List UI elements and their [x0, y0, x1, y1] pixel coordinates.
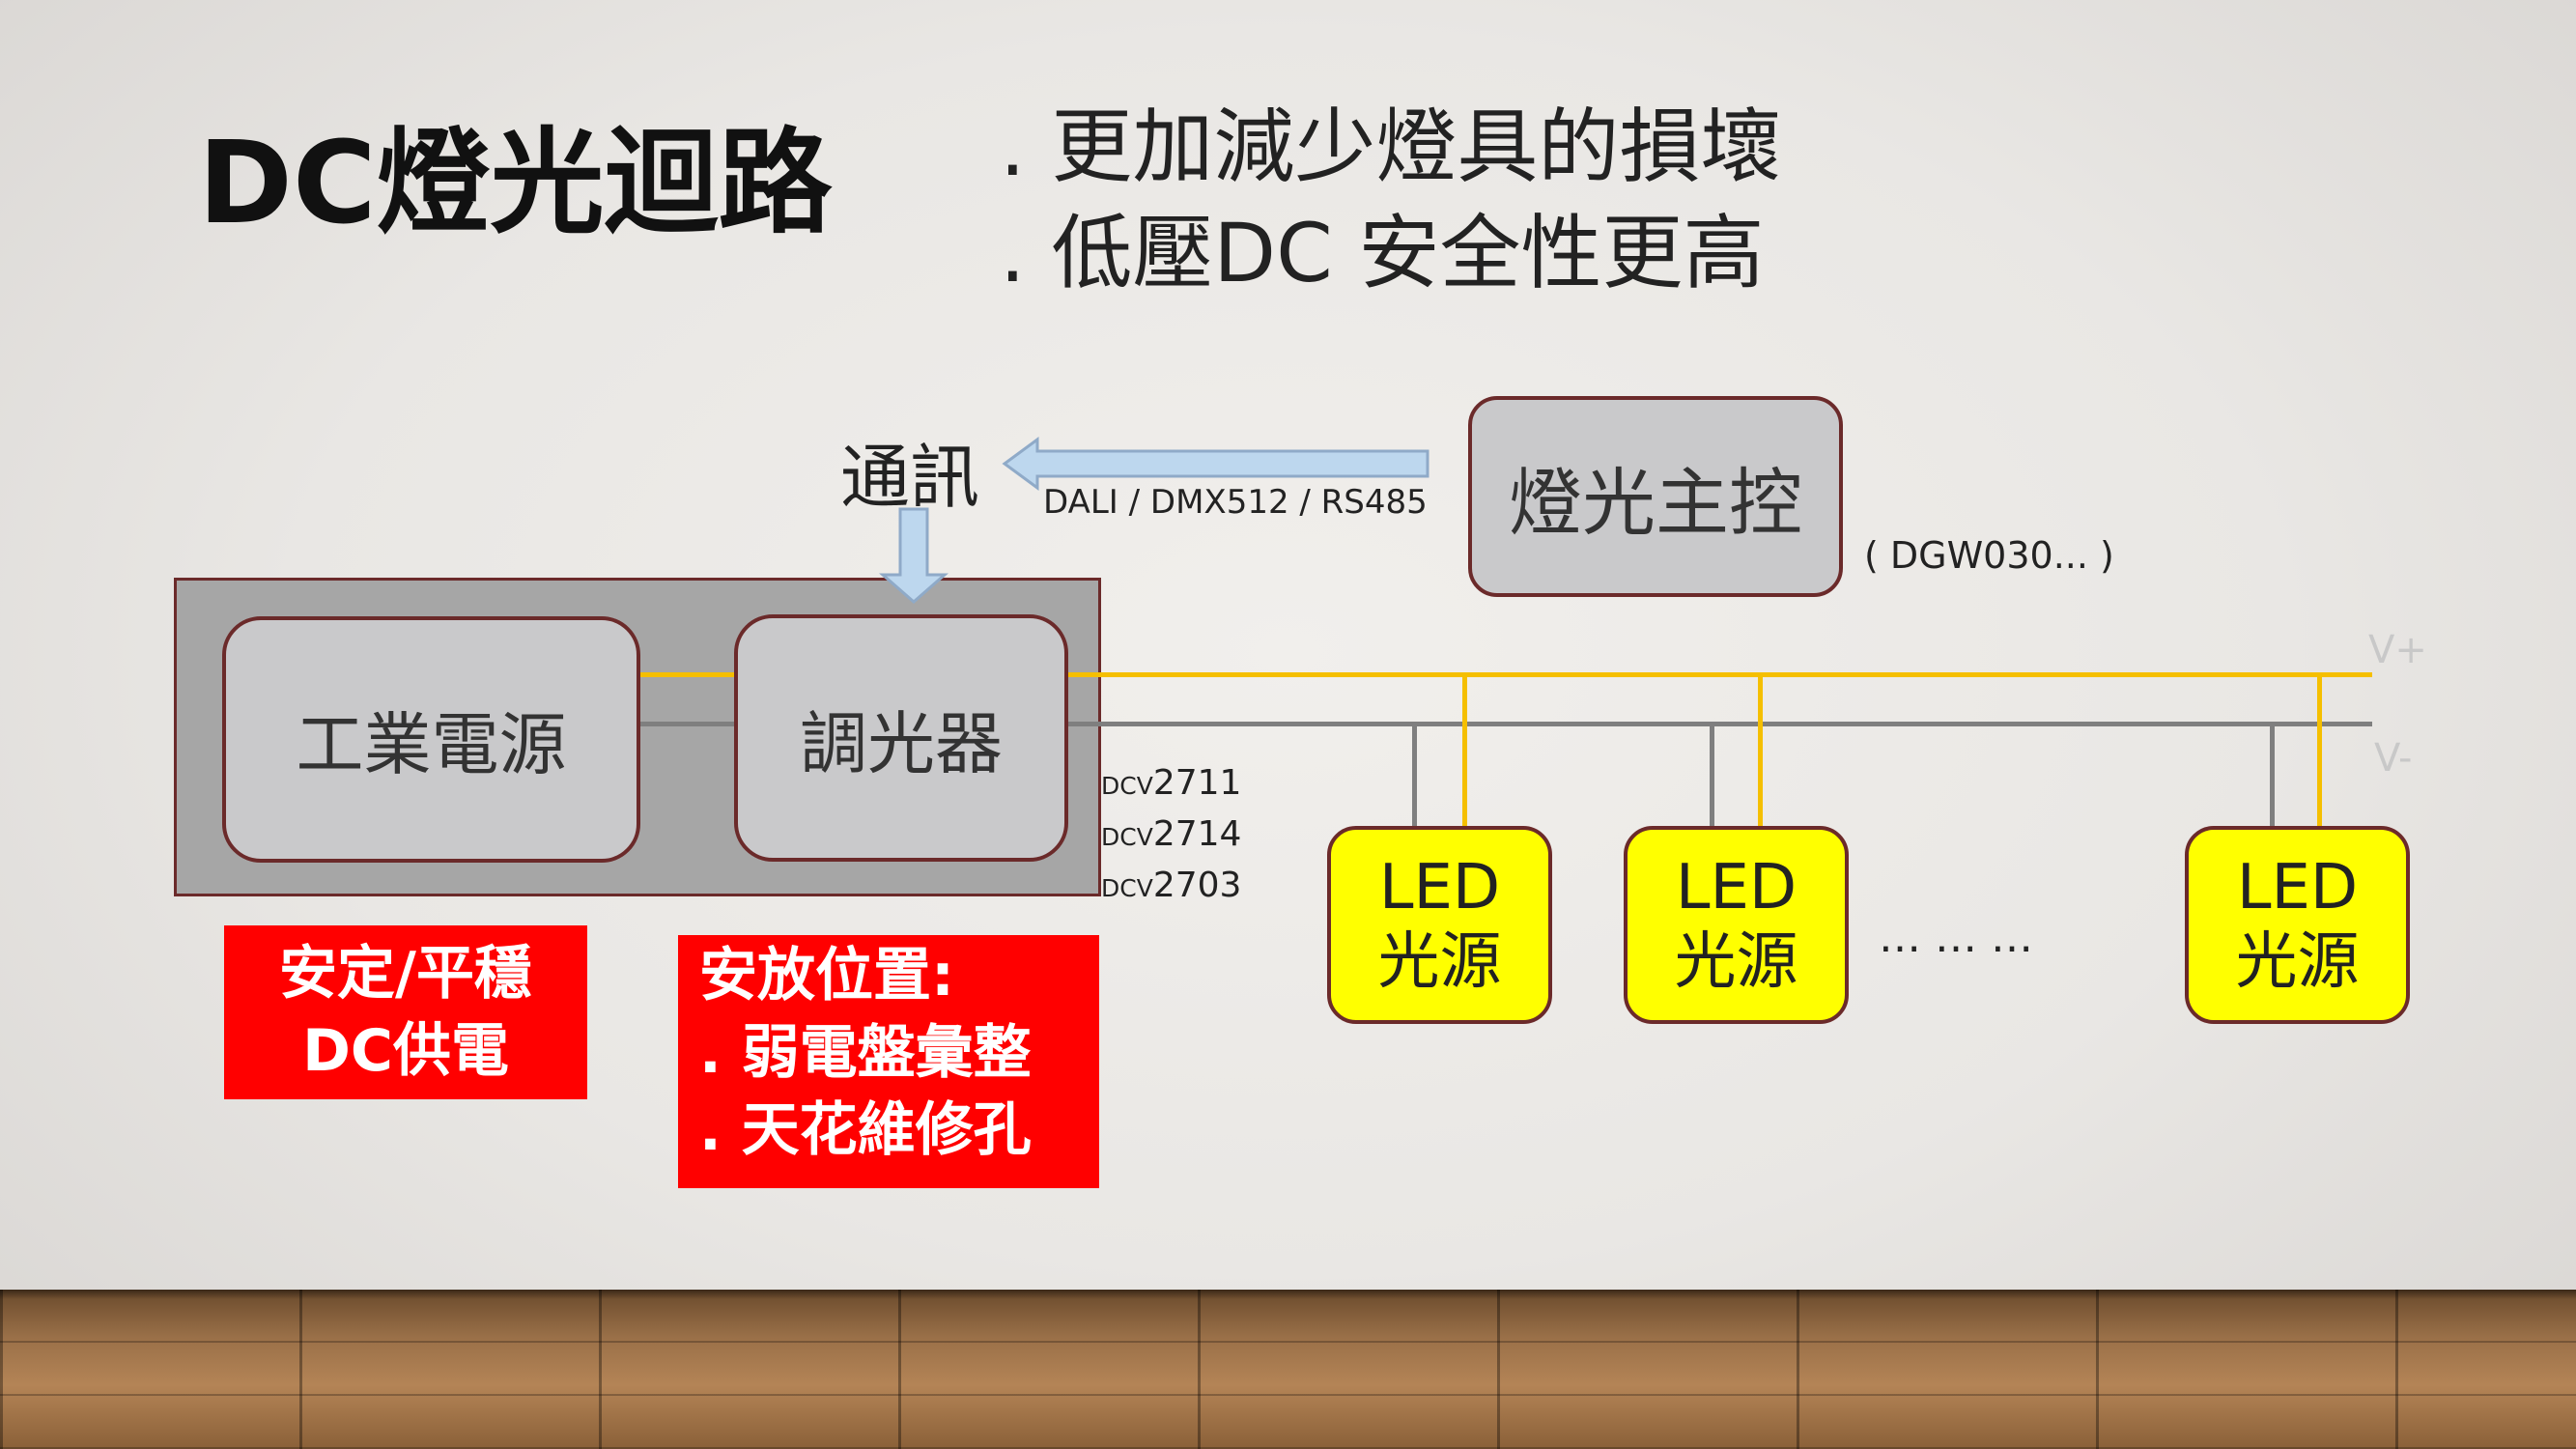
led-label: LED — [1675, 851, 1798, 923]
bullet-low-voltage-safety: . 低壓DC 安全性更高 — [1000, 206, 1765, 300]
communication-label: 通訊 — [840, 437, 980, 518]
left-arrow-icon — [1002, 437, 1430, 491]
placement-note: 安放位置: . 弱電盤彙整 . 天花維修孔 — [678, 935, 1099, 1188]
wooden-floor — [0, 1290, 2576, 1449]
controller-model: ( DGW030... ) — [1864, 534, 2114, 577]
led3-positive-drop — [2317, 672, 2322, 829]
led-sublabel: 光源 — [1377, 925, 1502, 998]
dimmer-model-1: DCV2711 — [1101, 763, 1242, 803]
controller-label: 燈光主控 — [1509, 460, 1802, 546]
positive-bus-label: V+ — [2368, 628, 2427, 672]
led-sublabel: 光源 — [1674, 925, 1798, 998]
power-supply-label: 工業電源 — [296, 705, 567, 784]
power-supply-box: 工業電源 — [222, 616, 640, 863]
led2-negative-drop — [1710, 722, 1714, 829]
led-label: LED — [2236, 851, 2359, 923]
dimmer-box: 調光器 — [734, 614, 1068, 862]
stable-dc-note: 安定/平穩 DC供電 — [224, 925, 587, 1099]
led2-positive-drop — [1758, 672, 1763, 829]
lighting-controller-box: 燈光主控 — [1468, 396, 1843, 597]
page-title: DC燈光迴路 — [198, 116, 833, 249]
negative-bus-line — [1068, 722, 2372, 726]
down-arrow-icon — [879, 507, 948, 604]
dimmer-label: 調光器 — [800, 703, 1003, 783]
dimmer-model-2: DCV2714 — [1101, 814, 1242, 854]
dimmer-model-3: DCV2703 — [1101, 866, 1242, 905]
led-label: LED — [1378, 851, 1501, 923]
led-sublabel: 光源 — [2235, 925, 2360, 998]
protocol-label: DALI / DMX512 / RS485 — [1043, 483, 1428, 522]
led1-positive-drop — [1462, 672, 1467, 829]
more-leds-ellipsis: … … … — [1879, 913, 2033, 962]
led-light-source-3: LED 光源 — [2185, 826, 2410, 1024]
bullet-reduce-damage: . 更加減少燈具的損壞 — [1000, 99, 1782, 194]
led1-negative-drop — [1412, 722, 1417, 829]
led3-negative-drop — [2270, 722, 2275, 829]
internal-positive-line — [637, 672, 736, 677]
led-light-source-2: LED 光源 — [1624, 826, 1849, 1024]
internal-negative-line — [637, 722, 736, 726]
led-light-source-1: LED 光源 — [1327, 826, 1552, 1024]
negative-bus-label: V- — [2374, 736, 2413, 781]
positive-bus-line — [1068, 672, 2372, 677]
